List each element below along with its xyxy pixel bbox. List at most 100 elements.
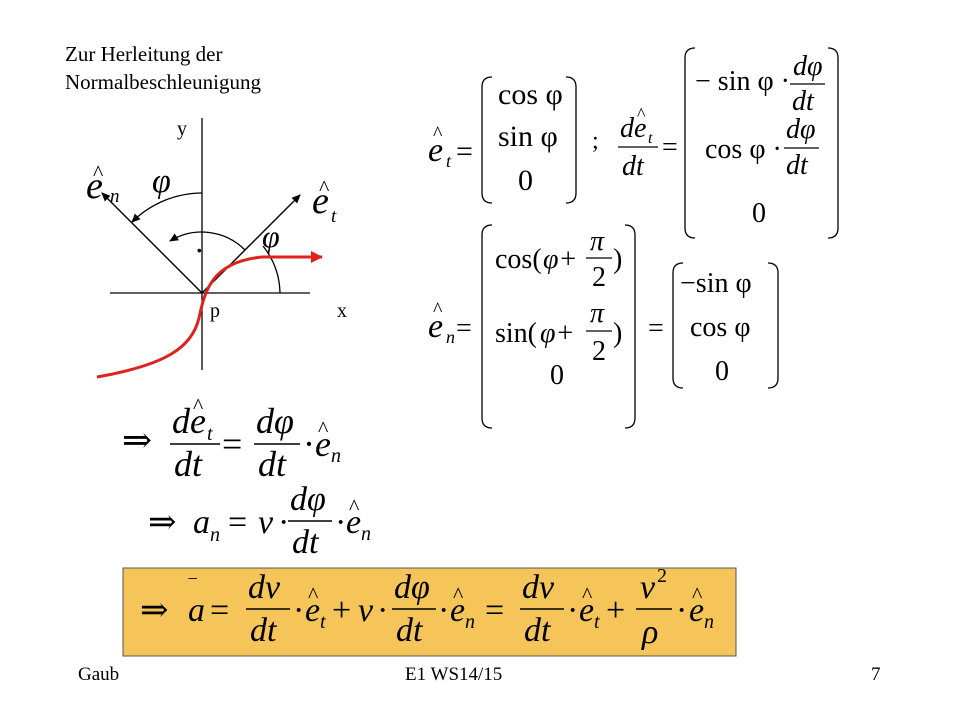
- angle-arc-phi-inner: [169, 231, 246, 251]
- slide-title: Zur Herleitung der Normalbeschleunigung: [65, 40, 261, 96]
- eq2-row2-num: dφ: [786, 114, 816, 145]
- eq5-equals: =: [228, 504, 247, 541]
- eq6-num-dv-2: dv: [522, 569, 555, 606]
- eq3-bracket2-left: [672, 262, 684, 389]
- eq3-row1-two: 2: [592, 262, 606, 293]
- eq2-lhs-num-hat: ^: [637, 104, 646, 124]
- eq1-e-hat: ^: [433, 123, 443, 145]
- footer-course: E1 WS14/15: [405, 664, 503, 685]
- eq6-et-2-sub: t: [594, 611, 600, 633]
- eq6-dot-5: ·: [676, 592, 687, 629]
- eq6-dot-3: ·: [438, 592, 449, 629]
- eq6-en-2-hat: ^: [692, 582, 703, 607]
- et-label-hat: ^: [319, 175, 330, 200]
- eq4-dot: ·: [303, 424, 315, 464]
- eq3-e-sub: n: [446, 327, 455, 347]
- eq4-den-1: dt: [174, 444, 203, 484]
- eq3-equals-2: =: [648, 313, 664, 344]
- trajectory-curve: [96, 251, 323, 379]
- coordinate-diagram: y x p φ φ · e ^ n e ^ t: [86, 118, 347, 379]
- x-axis-label: x: [337, 300, 347, 322]
- eq3-row2-two: 2: [592, 336, 606, 367]
- eq6-a: a: [188, 592, 205, 629]
- y-axis-label: y: [177, 118, 187, 140]
- eq1-row-cos: cos φ: [498, 78, 563, 111]
- angle-arc-phi-small: [262, 245, 281, 294]
- eq6-equals-1: =: [210, 592, 229, 629]
- eq2-equals: =: [662, 132, 678, 163]
- eq6-den-2: dt: [396, 612, 424, 649]
- eq3-equals: =: [456, 313, 472, 344]
- eq6-en: e: [450, 592, 465, 629]
- eq2-row2-term: cos φ ·: [705, 134, 782, 165]
- eq1-row-sin: sin φ: [498, 120, 558, 153]
- origin-label: p: [210, 300, 220, 322]
- eq3-e: e: [428, 308, 443, 345]
- eq5-num: dφ: [290, 481, 326, 518]
- eq6-den-3: dt: [524, 612, 552, 649]
- angle-arc-phi-outer: [131, 192, 203, 223]
- eq2-row1-num: dφ: [793, 51, 823, 82]
- equation-implication-2: ⇒ a n = v · dφ dt · e ^ n: [148, 481, 371, 561]
- eq3-row2-phi: φ+: [540, 318, 574, 349]
- eq6-en-sub: n: [465, 611, 475, 633]
- eq6-a-bar: ‾: [188, 576, 197, 601]
- eq3-bracket-left: [481, 224, 493, 429]
- eq3-result-row3: 0: [715, 356, 729, 387]
- eq5-e-sub: n: [361, 523, 371, 545]
- eq4-num-d: d: [172, 401, 191, 441]
- eq6-num-v2: v: [640, 569, 656, 606]
- eq6-plus-2: +: [606, 592, 625, 629]
- eq3-bracket2-right: [767, 262, 779, 389]
- eq3-e-hat: ^: [433, 299, 443, 321]
- eq6-num-v2-exp: 2: [657, 565, 667, 587]
- et-label-sub: t: [331, 206, 337, 227]
- eq6-equals-2: =: [485, 592, 504, 629]
- slide-title-line-2: Normalbeschleunigung: [65, 70, 261, 94]
- eq1-e: e: [428, 132, 443, 169]
- footer-author: Gaub: [78, 664, 120, 685]
- eq4-e: e: [315, 424, 331, 464]
- unit-vector-en-arrow: [101, 192, 203, 294]
- eq3-result-row1: −sin φ: [680, 268, 752, 299]
- phi-label-upper: φ: [152, 163, 171, 200]
- equation-implication-1: ⇒ d e ^ t dt = dφ dt · e ^ n: [122, 393, 341, 484]
- eq5-e: e: [346, 504, 361, 541]
- eq4-e-sub: n: [331, 445, 341, 467]
- eq5-a-sub: n: [210, 524, 220, 546]
- en-label-hat: ^: [93, 160, 104, 185]
- eq2-row1-den: dt: [792, 86, 815, 117]
- eq6-v: v: [358, 592, 374, 629]
- eq3-bracket-right: [624, 224, 636, 429]
- eq4-equals: =: [222, 424, 242, 464]
- eq5-implies: ⇒: [148, 504, 177, 541]
- eq1-row-zero: 0: [518, 164, 533, 197]
- slide-title-line-1: Zur Herleitung der: [65, 42, 223, 66]
- eq3-row1-cos: cos(: [495, 244, 542, 275]
- eq3-row2-sin: sin(: [495, 318, 537, 349]
- eq6-den-1: dt: [250, 612, 278, 649]
- eq5-v: v: [258, 504, 274, 541]
- eq2-lhs-num-sub: t: [648, 130, 653, 147]
- eq2-row1-term: − sin φ ·: [695, 66, 790, 97]
- eq3-row1-pi: π: [590, 226, 605, 257]
- en-label-sub: n: [110, 186, 120, 207]
- eq6-et: e: [305, 592, 320, 629]
- equation-det-dt: d e ^ t dt = − sin φ · dφ dt cos φ · dφ …: [618, 47, 839, 239]
- eq4-num-sub: t: [207, 423, 213, 445]
- eq6-et-sub: t: [320, 611, 326, 633]
- eq3-row1-close: ): [613, 244, 622, 275]
- eq6-en-2-sub: n: [704, 611, 714, 633]
- eq6-et-2: e: [579, 592, 594, 629]
- eq5-dot-2: ·: [335, 504, 346, 541]
- eq6-plus-1: +: [332, 592, 351, 629]
- eq2-lhs-den: dt: [622, 151, 645, 182]
- eq4-e-hat: ^: [318, 416, 329, 441]
- eq4-num-e: e: [190, 401, 206, 441]
- eq6-dot-4: ·: [567, 592, 578, 629]
- eq3-row2-close: ): [613, 318, 622, 349]
- eq6-num-dv-1: dv: [248, 569, 281, 606]
- eq6-implies: ⇒: [140, 592, 169, 629]
- eq1-e-sub: t: [446, 151, 452, 171]
- unit-vector-et-arrow: [201, 194, 301, 294]
